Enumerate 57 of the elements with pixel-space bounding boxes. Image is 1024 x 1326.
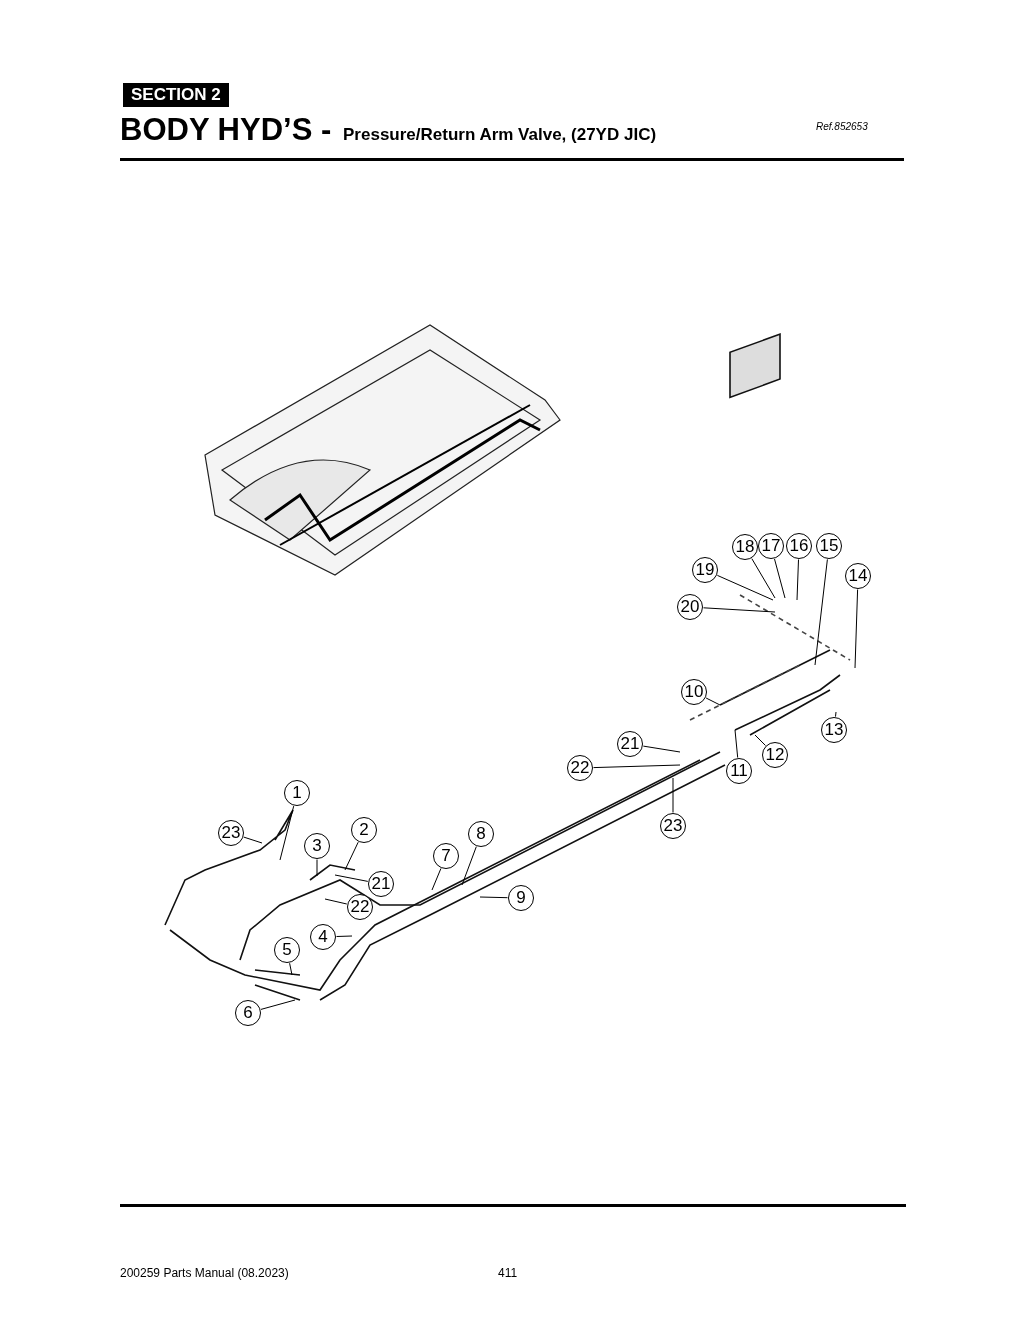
callout-number: 23 bbox=[218, 820, 244, 846]
leader-line bbox=[716, 574, 774, 601]
callout-number: 10 bbox=[681, 679, 707, 705]
callout-number: 18 bbox=[732, 534, 758, 560]
callout-number: 3 bbox=[304, 833, 330, 859]
callout-number: 17 bbox=[758, 533, 784, 559]
callout-number: 19 bbox=[692, 557, 718, 583]
leader-line bbox=[705, 697, 721, 706]
callout-number: 16 bbox=[786, 533, 812, 559]
leader-line bbox=[260, 999, 296, 1010]
callout-number: 9 bbox=[508, 885, 534, 911]
leader-line bbox=[672, 777, 674, 813]
leader-line bbox=[316, 859, 318, 877]
leader-line bbox=[334, 874, 369, 882]
leader-line bbox=[324, 898, 348, 905]
callout-number: 12 bbox=[762, 742, 788, 768]
callout-number: 7 bbox=[433, 843, 459, 869]
callout-number: 13 bbox=[821, 717, 847, 743]
reference-number: Ref.852653 bbox=[816, 121, 868, 132]
callout-number: 15 bbox=[816, 533, 842, 559]
leader-line bbox=[461, 846, 477, 886]
leader-line bbox=[774, 558, 786, 599]
callout-number: 11 bbox=[726, 758, 752, 784]
leader-line bbox=[593, 764, 681, 769]
leader-line bbox=[751, 558, 776, 599]
callout-number: 1 bbox=[284, 780, 310, 806]
footer-text: 200259 Parts Manual (08.2023) bbox=[120, 1266, 289, 1280]
leader-line bbox=[479, 896, 508, 899]
callout-number: 2 bbox=[351, 817, 377, 843]
callout-number: 6 bbox=[235, 1000, 261, 1026]
callout-number: 21 bbox=[368, 871, 394, 897]
leader-line bbox=[814, 558, 828, 666]
page-number: 411 bbox=[498, 1266, 518, 1280]
leader-line bbox=[344, 841, 359, 871]
leader-line bbox=[243, 836, 263, 844]
leader-line bbox=[336, 935, 353, 937]
leader-line bbox=[289, 962, 293, 976]
leader-line bbox=[279, 805, 295, 861]
leader-line bbox=[854, 589, 859, 669]
leader-line bbox=[642, 745, 681, 753]
callout-number: 23 bbox=[660, 813, 686, 839]
callout-number: 22 bbox=[567, 755, 593, 781]
callout-number: 4 bbox=[310, 924, 336, 950]
callout-number: 14 bbox=[845, 563, 871, 589]
callout-number: 5 bbox=[274, 937, 300, 963]
callout-number: 21 bbox=[617, 731, 643, 757]
callout-number: 8 bbox=[468, 821, 494, 847]
section-tag: SECTION 2 bbox=[123, 83, 229, 107]
leader-line bbox=[734, 729, 739, 759]
page-title: BODY HYD’S - Pressure/Return Arm Valve, (27YD JIC) bbox=[120, 112, 657, 148]
callout-number: 20 bbox=[677, 594, 703, 620]
leader-line bbox=[754, 734, 766, 746]
leader-line bbox=[835, 711, 837, 718]
leader-line bbox=[431, 868, 442, 891]
callout-number: 22 bbox=[347, 894, 373, 920]
leader-line bbox=[796, 559, 799, 601]
leader-line bbox=[703, 607, 776, 613]
